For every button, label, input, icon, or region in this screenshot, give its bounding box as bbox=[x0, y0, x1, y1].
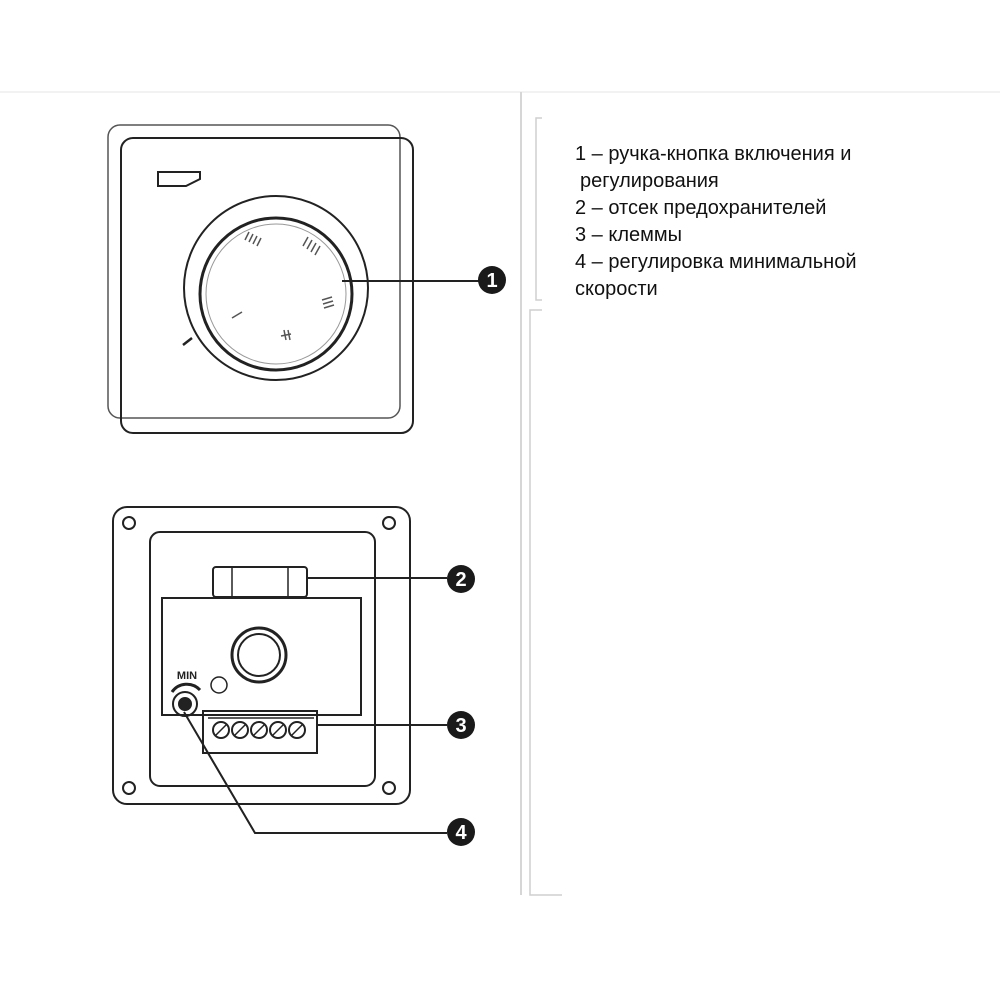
legend: 1 – ручка-кнопка включения и регулирован… bbox=[575, 141, 975, 303]
mounting-hole bbox=[122, 516, 136, 530]
knob-outer-ring bbox=[183, 195, 369, 381]
front-plate bbox=[120, 137, 414, 434]
legend-item-text: 2 – отсек предохранителей bbox=[575, 197, 827, 219]
legend-bracket-top bbox=[535, 117, 542, 301]
circuit-board bbox=[161, 597, 362, 716]
terminal-screw bbox=[212, 721, 230, 739]
mounting-hole bbox=[382, 516, 396, 530]
front-view bbox=[107, 124, 480, 434]
legend-bracket-bottom bbox=[529, 309, 562, 896]
front-back-plate bbox=[107, 124, 401, 419]
potentiometer bbox=[230, 626, 288, 684]
callout-3: 3 bbox=[447, 711, 475, 739]
callout-number: 2 bbox=[455, 569, 466, 591]
potentiometer-inner bbox=[237, 633, 281, 677]
leader-line-4b bbox=[205, 749, 256, 834]
callout-1: 1 bbox=[478, 266, 506, 294]
min-trimmer-core bbox=[178, 697, 192, 711]
legend-item-1: 1 – ручка-кнопка включения и регулирован… bbox=[575, 141, 975, 195]
led bbox=[210, 676, 228, 694]
knob-marks bbox=[182, 231, 335, 346]
leader-line-4 bbox=[183, 711, 447, 834]
legend-item-text: 1 – ручка-кнопка включения и bbox=[575, 143, 852, 165]
legend-item-text: 3 – клеммы bbox=[575, 224, 683, 246]
callout-2: 2 bbox=[447, 565, 475, 593]
legend-item-text: 4 – регулировка минимальной bbox=[575, 251, 857, 273]
callout-4: 4 bbox=[447, 818, 475, 846]
indicator-slot bbox=[157, 171, 201, 187]
back-inner-frame bbox=[149, 531, 376, 787]
terminal-screw bbox=[250, 721, 268, 739]
min-trimmer bbox=[172, 691, 198, 717]
back-view bbox=[112, 506, 447, 834]
min-label: MIN bbox=[177, 670, 197, 682]
callout-number: 3 bbox=[455, 715, 466, 737]
legend-item-continuation: регулирования bbox=[580, 170, 719, 192]
terminal-block bbox=[202, 710, 318, 754]
fuse-compartment bbox=[212, 566, 308, 598]
callout-number: 1 bbox=[486, 270, 497, 292]
legend-item-4: 4 – регулировка минимальной скорости bbox=[575, 249, 975, 303]
legend-item-continuation: скорости bbox=[575, 278, 658, 300]
terminal-screw bbox=[231, 721, 249, 739]
knob bbox=[198, 216, 354, 372]
legend-item-3: 3 – клеммы bbox=[575, 222, 975, 249]
min-trimmer-arc bbox=[170, 682, 202, 693]
legend-item-2: 2 – отсек предохранителей bbox=[575, 195, 975, 222]
knob-inner-ring bbox=[205, 223, 347, 365]
mounting-holes bbox=[122, 516, 396, 795]
callout-number: 4 bbox=[455, 822, 467, 844]
mounting-hole bbox=[382, 781, 396, 795]
mounting-hole bbox=[122, 781, 136, 795]
terminal-screw bbox=[288, 721, 306, 739]
terminal-screw bbox=[269, 721, 287, 739]
back-plate bbox=[112, 506, 411, 805]
